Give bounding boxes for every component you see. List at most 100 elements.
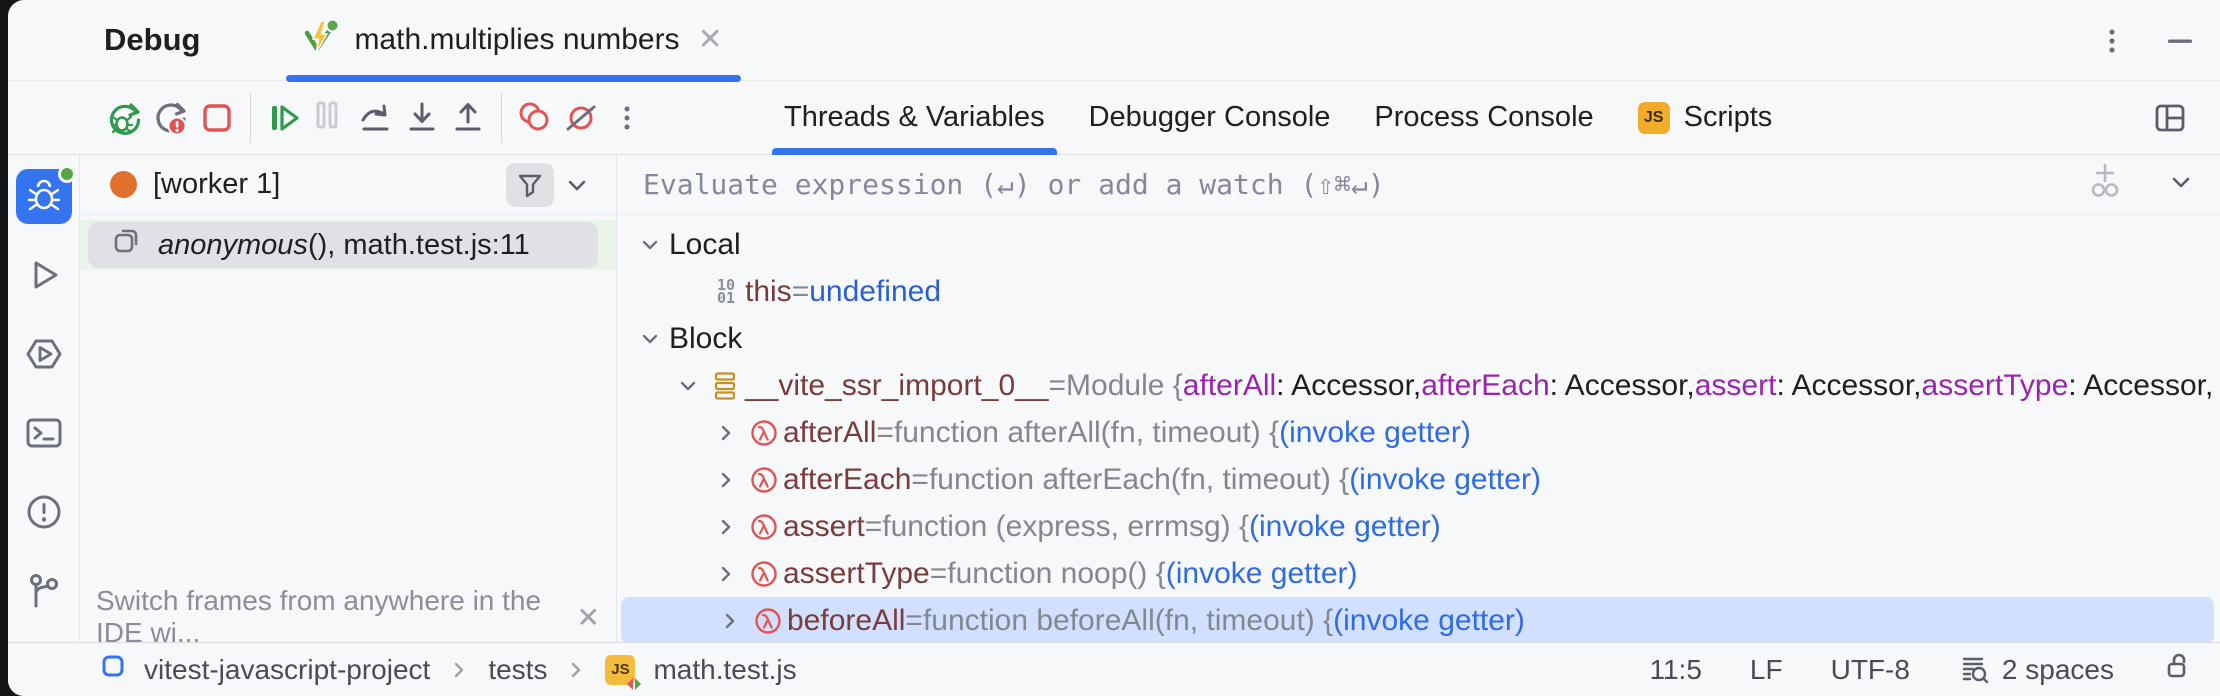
variable-name: assert	[783, 509, 865, 543]
variable-value-segment: : Accessor,	[2068, 368, 2214, 402]
session-dropdown-chevron-icon[interactable]	[554, 163, 600, 207]
evaluate-history-chevron-icon[interactable]	[2166, 167, 2196, 202]
variable-value-segment: assert	[1694, 368, 1777, 402]
variable-value-segment: =	[791, 274, 810, 308]
lambda-type-icon	[749, 606, 787, 636]
invoke-getter-link[interactable]: (invoke getter)	[1349, 462, 1541, 496]
add-watch-icon[interactable]	[2084, 161, 2126, 208]
toolbar-separator	[250, 92, 251, 143]
close-icon[interactable]: ✕	[576, 601, 600, 633]
run-config-tab[interactable]: math.multiplies numbers ✕	[286, 0, 741, 82]
variable-value-segment: function afterEach(fn, timeout) {	[928, 462, 1350, 496]
sidebar-item-terminal[interactable]	[16, 405, 72, 460]
chevron-right-icon[interactable]	[707, 468, 745, 492]
stop-button[interactable]	[194, 95, 240, 141]
invoke-getter-link[interactable]: (invoke getter)	[1279, 415, 1471, 449]
indent-setting[interactable]: 2 spaces	[1958, 654, 2114, 686]
lock-icon[interactable]	[2162, 650, 2194, 689]
view-tab-process-console[interactable]: Process Console	[1352, 81, 1615, 155]
stack-frame-label: anonymous(), math.test.js:11	[158, 228, 530, 261]
toolbar-separator	[501, 92, 502, 143]
close-icon[interactable]: ✕	[697, 23, 723, 56]
variable-name: beforeAll	[787, 603, 906, 637]
variable-row-afterEach[interactable]: afterEach = function afterEach(fn, timeo…	[617, 456, 2214, 503]
chevron-right-icon	[455, 662, 464, 677]
pause-button[interactable]	[307, 95, 353, 141]
variable-value-segment: =	[1048, 368, 1067, 402]
js-icon: JS	[1637, 101, 1670, 134]
status-bar: vitest-javascript-project tests JS math.…	[8, 642, 2220, 696]
variable-value-segment: function (express, errmsg) {	[882, 509, 1250, 543]
invoke-getter-link[interactable]: (invoke getter)	[1249, 509, 1441, 543]
step-into-button[interactable]	[399, 95, 445, 141]
variable-row-assertType[interactable]: assertType = function noop() { (invoke g…	[617, 550, 2214, 597]
object-type-icon	[707, 371, 745, 401]
scope-label: Block	[669, 321, 743, 355]
chevron-right-icon[interactable]	[711, 609, 749, 633]
chevron-right-icon[interactable]	[707, 515, 745, 539]
session-selector[interactable]: [worker 1]	[80, 155, 616, 215]
variable-value-segment: function noop() {	[947, 556, 1166, 590]
stack-frame-row[interactable]: anonymous(), math.test.js:11	[80, 220, 616, 270]
sidebar-item-run[interactable]	[16, 248, 72, 303]
variable-value-segment: =	[876, 415, 894, 449]
sidebar-item-git[interactable]	[16, 563, 72, 618]
active-tab-underline	[772, 147, 1057, 155]
js-test-file-icon: JS	[605, 654, 642, 690]
variable-row-beforeAll[interactable]: beforeAll = function beforeAll(fn, timeo…	[621, 597, 2214, 642]
variable-row-vitessrimport0[interactable]: __vite_ssr_import_0__ = Module {afterAll…	[617, 362, 2214, 409]
chevron-down-icon[interactable]	[631, 327, 669, 351]
layout-settings-icon[interactable]	[2144, 92, 2196, 144]
sidebar-item-services[interactable]	[16, 327, 72, 382]
file-encoding[interactable]: UTF-8	[1830, 653, 1910, 685]
sidebar-item-problems[interactable]	[16, 484, 72, 539]
tool-window-header: Debug math.multiplies numbers ✕	[8, 0, 2220, 82]
variable-row-assert[interactable]: assert = function (express, errmsg) { (i…	[617, 503, 2214, 550]
mute-breakpoints-button[interactable]	[558, 95, 604, 141]
more-actions-icon[interactable]	[604, 95, 650, 141]
breadcrumb-file[interactable]: math.test.js	[653, 653, 797, 685]
stack-frame-icon	[110, 225, 142, 265]
caret-position[interactable]: 11:5	[1649, 653, 1702, 685]
view-tab-debugger-console[interactable]: Debugger Console	[1067, 81, 1353, 155]
variable-value-segment: =	[864, 509, 883, 543]
debug-active-badge	[57, 165, 76, 183]
variable-value-segment: =	[905, 603, 923, 637]
lambda-type-icon	[745, 418, 783, 448]
line-separator[interactable]: LF	[1749, 653, 1783, 685]
step-out-button[interactable]	[445, 95, 491, 141]
sidebar-item-debug[interactable]	[15, 165, 76, 224]
variable-row-afterAll[interactable]: afterAll = function afterAll(fn, timeout…	[617, 409, 2214, 456]
variable-value-segment: : Accessor,	[1776, 368, 1922, 402]
scope-group-local[interactable]: Local	[617, 221, 2214, 268]
minimize-icon[interactable]	[2162, 23, 2198, 59]
scope-group-block[interactable]: Block	[617, 315, 2214, 362]
indent-style-icon	[1962, 657, 1989, 683]
breadcrumb-tests[interactable]: tests	[488, 653, 548, 685]
variable-name: this	[745, 274, 792, 308]
chevron-right-icon[interactable]	[707, 562, 745, 586]
evaluate-expression-input[interactable]: Evaluate expression (↵) or add a watch (…	[617, 155, 2220, 215]
variable-name: afterEach	[783, 462, 912, 496]
project-icon	[100, 653, 126, 686]
rerun-debug-button[interactable]	[102, 95, 148, 141]
view-tab-label: Scripts	[1683, 101, 1773, 133]
step-over-button[interactable]	[353, 95, 399, 141]
chevron-down-icon[interactable]	[669, 374, 707, 398]
tool-window-bar	[8, 155, 80, 642]
resume-button[interactable]	[261, 95, 307, 141]
invoke-getter-link[interactable]: (invoke getter)	[1333, 603, 1525, 637]
run-config-tab-label: math.multiplies numbers	[354, 23, 680, 56]
view-tab-scripts[interactable]: JS Scripts	[1616, 81, 1795, 155]
chevron-down-icon[interactable]	[631, 233, 669, 257]
view-tab-threads-variables[interactable]: Threads & Variables	[762, 81, 1067, 155]
invoke-getter-link[interactable]: (invoke getter)	[1165, 556, 1358, 590]
chevron-right-icon[interactable]	[707, 421, 745, 445]
frames-tip: Switch frames from anywhere in the IDE w…	[80, 585, 616, 648]
filter-frames-button[interactable]	[506, 162, 554, 207]
kebab-menu-icon[interactable]	[2096, 25, 2128, 57]
breadcrumb-project[interactable]: vitest-javascript-project	[144, 653, 431, 685]
view-breakpoints-button[interactable]	[512, 95, 558, 141]
rerun-failed-tests-button[interactable]	[148, 95, 194, 141]
